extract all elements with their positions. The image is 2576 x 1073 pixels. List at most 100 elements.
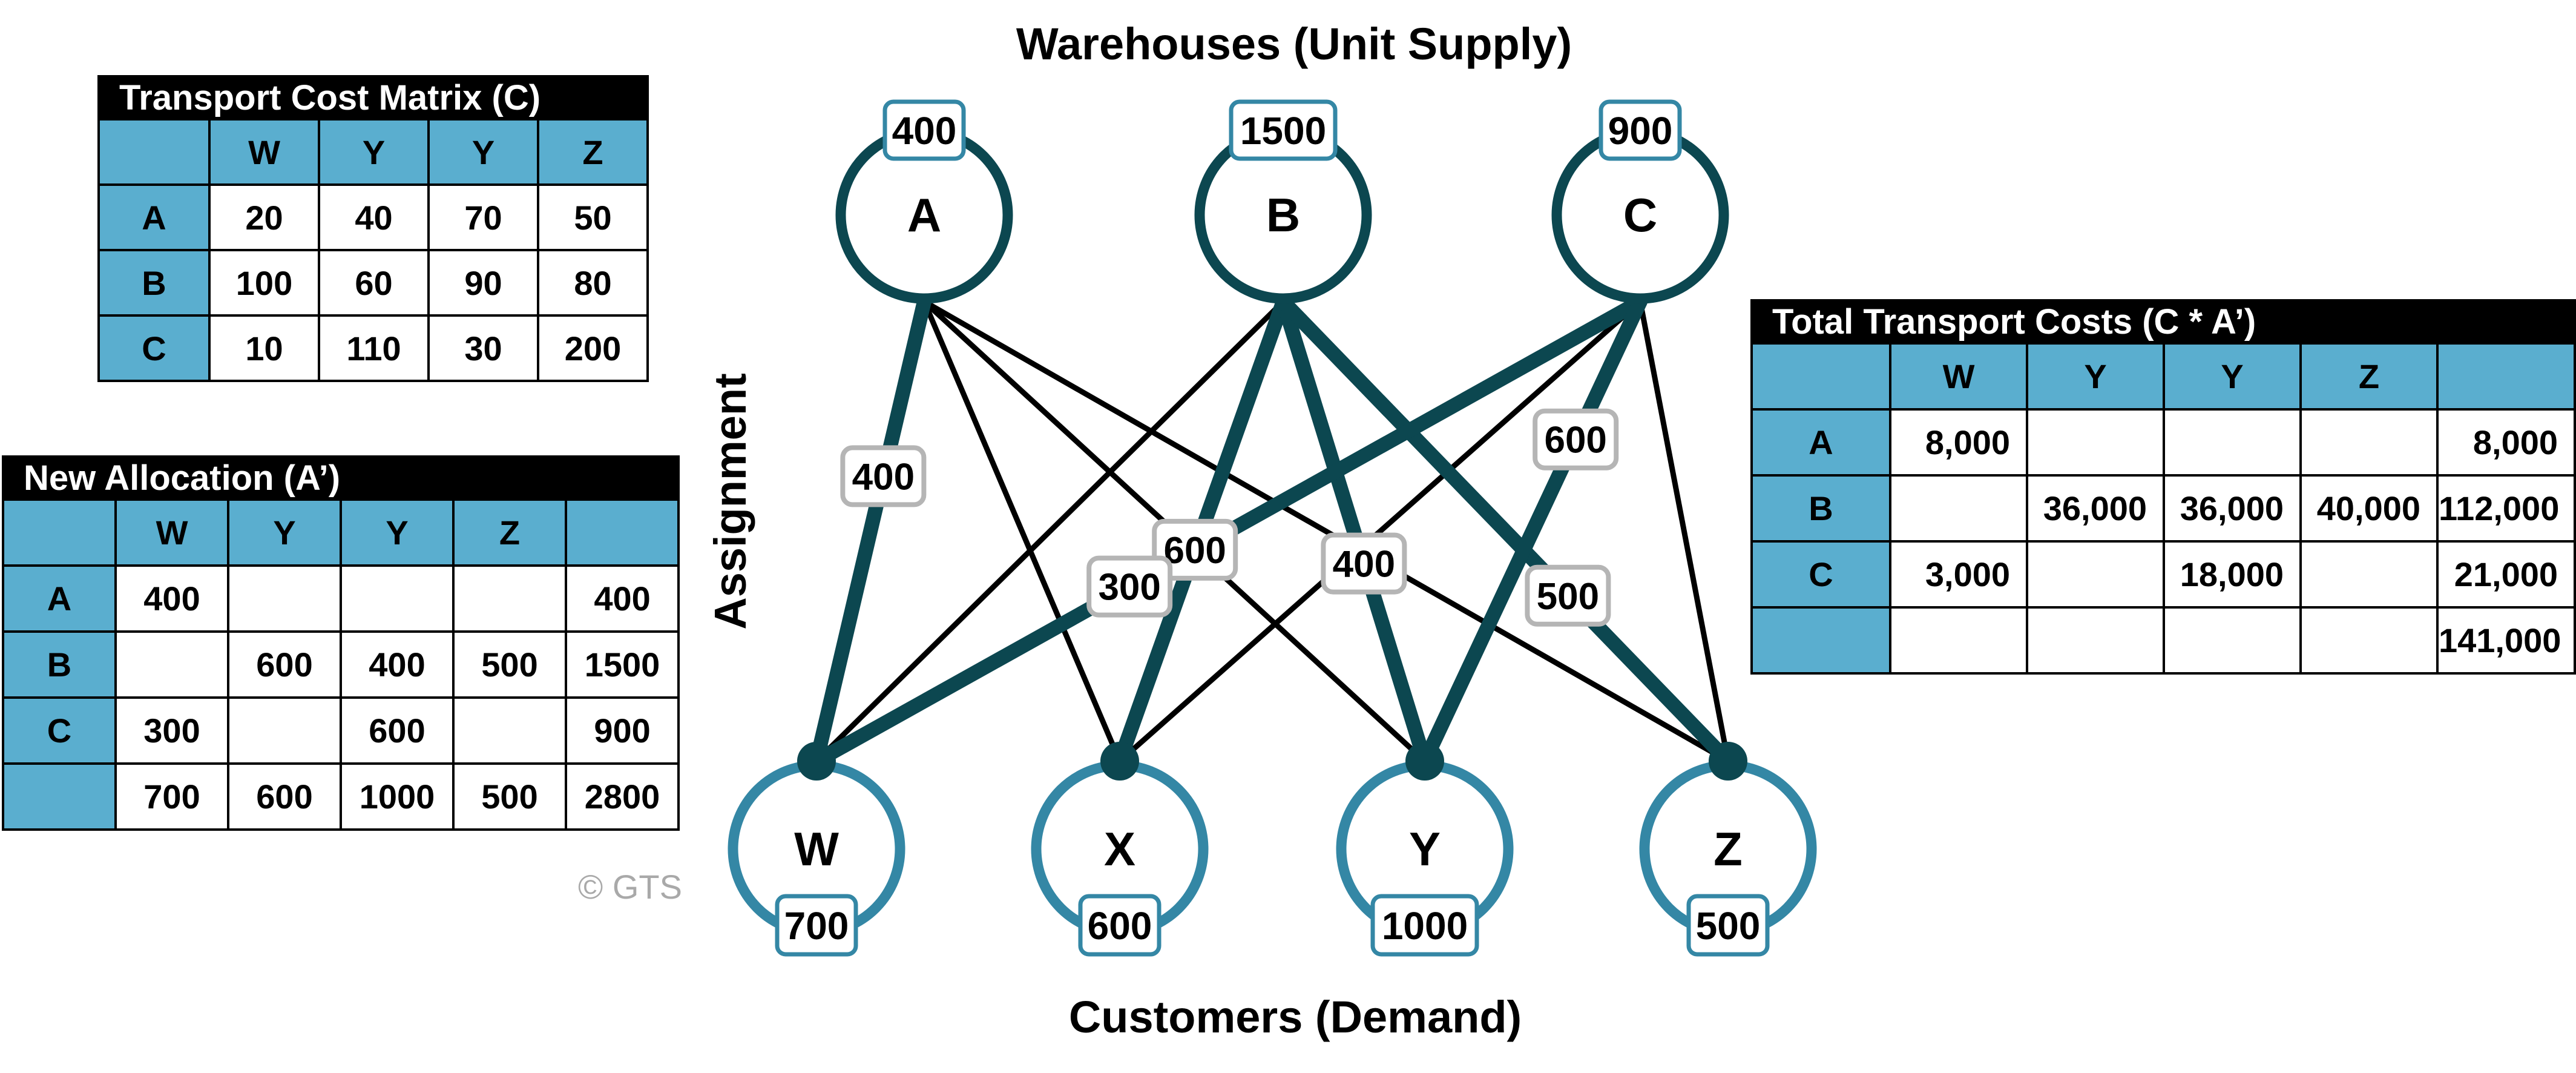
table-cell: 18,000 xyxy=(2163,540,2302,609)
table-cell: 400 xyxy=(564,564,680,633)
column-header: Y xyxy=(318,118,430,186)
table-cell: 90 xyxy=(427,249,539,317)
assignment-label: 300 xyxy=(1086,555,1173,618)
table-cell: 36,000 xyxy=(2163,474,2302,543)
table-cell xyxy=(2026,540,2165,609)
row-header: B xyxy=(2,630,117,699)
demand-badge xyxy=(775,894,858,957)
row-header: A xyxy=(97,183,211,251)
table-cell xyxy=(227,564,342,633)
table-cell: 400 xyxy=(114,564,229,633)
table-cell: 8,000 xyxy=(1889,408,2028,477)
assignment-label-text: 600 xyxy=(1163,530,1226,572)
column-header: Z xyxy=(2299,342,2439,411)
supply-value: 900 xyxy=(1608,109,1673,153)
table-cell: 141,000 xyxy=(2436,606,2576,675)
assignment-label-text: 300 xyxy=(1098,567,1160,609)
customer-name: Y xyxy=(1409,822,1441,876)
table-cell: 600 xyxy=(340,696,455,765)
table-cell xyxy=(1889,606,2028,675)
table-cell xyxy=(2026,408,2165,477)
row-header: A xyxy=(2,564,117,633)
column-header xyxy=(564,498,680,567)
table-cell: 40 xyxy=(318,183,430,251)
table-cell: 40,000 xyxy=(2299,474,2439,543)
table-cell: 500 xyxy=(452,762,567,831)
table-cell: 36,000 xyxy=(2026,474,2165,543)
column-header: Y xyxy=(2163,342,2302,411)
supply-badge xyxy=(882,99,966,161)
table-cell: 200 xyxy=(536,314,649,382)
column-header xyxy=(2,498,117,567)
table-cell: 70 xyxy=(427,183,539,251)
supply-value: 400 xyxy=(892,109,957,153)
table-cell: 1000 xyxy=(340,762,455,831)
table-cell xyxy=(2299,606,2439,675)
demand-badge xyxy=(1370,894,1479,957)
table-title: Total Transport Costs (C * A’) xyxy=(1750,299,2576,345)
assignment-label: 600 xyxy=(1152,518,1238,581)
column-header xyxy=(97,118,211,186)
table-cell: 900 xyxy=(564,696,680,765)
assignment-label-box xyxy=(1152,518,1238,581)
assignment-label-text: 400 xyxy=(1333,544,1395,586)
table-cell: 500 xyxy=(452,630,567,699)
table-row: 141,000 xyxy=(1750,606,2576,675)
table-cell xyxy=(452,696,567,765)
table-cell: 110 xyxy=(318,314,430,382)
table-cell: 1500 xyxy=(564,630,680,699)
demand-value: 700 xyxy=(784,904,849,948)
table-cell: 20 xyxy=(208,183,320,251)
column-header xyxy=(1750,342,1891,411)
table-cell xyxy=(2299,540,2439,609)
column-header: Z xyxy=(452,498,567,567)
table-cell: 700 xyxy=(114,762,229,831)
warehouse-name: C xyxy=(1623,188,1657,242)
table-cell xyxy=(2163,606,2302,675)
row-header: B xyxy=(1750,474,1891,543)
table-cell xyxy=(340,564,455,633)
table-cell: 8,000 xyxy=(2436,408,2576,477)
column-header: Y xyxy=(340,498,455,567)
row-header: A xyxy=(1750,408,1891,477)
demand-value: 1000 xyxy=(1382,904,1468,948)
table-cell xyxy=(2026,606,2165,675)
table-cell xyxy=(114,630,229,699)
assignment-label: 400 xyxy=(840,445,927,507)
copyright-note: © GTS xyxy=(578,868,682,906)
customer-name: W xyxy=(794,822,839,876)
assignment-label-text: 400 xyxy=(852,456,915,498)
column-header: Y xyxy=(227,498,342,567)
connection-dot xyxy=(1709,742,1747,781)
table-cell: 112,000 xyxy=(2436,474,2576,543)
assigned-route-c-y xyxy=(1418,294,1648,768)
table-cell: 600 xyxy=(227,762,342,831)
assignment-label-box xyxy=(1321,532,1407,595)
assignment-label: 600 xyxy=(1533,408,1619,470)
column-header: Y xyxy=(2026,342,2165,411)
table-cell: 3,000 xyxy=(1889,540,2028,609)
column-header: W xyxy=(1889,342,2028,411)
table-cell: 50 xyxy=(536,183,649,251)
supply-badge xyxy=(1598,99,1682,161)
table-cell: 600 xyxy=(227,630,342,699)
demand-badge xyxy=(1078,894,1162,957)
connection-dot xyxy=(1405,742,1444,781)
table-cell: 80 xyxy=(536,249,649,317)
column-header: W xyxy=(114,498,229,567)
route-line-a-x xyxy=(921,300,1123,762)
